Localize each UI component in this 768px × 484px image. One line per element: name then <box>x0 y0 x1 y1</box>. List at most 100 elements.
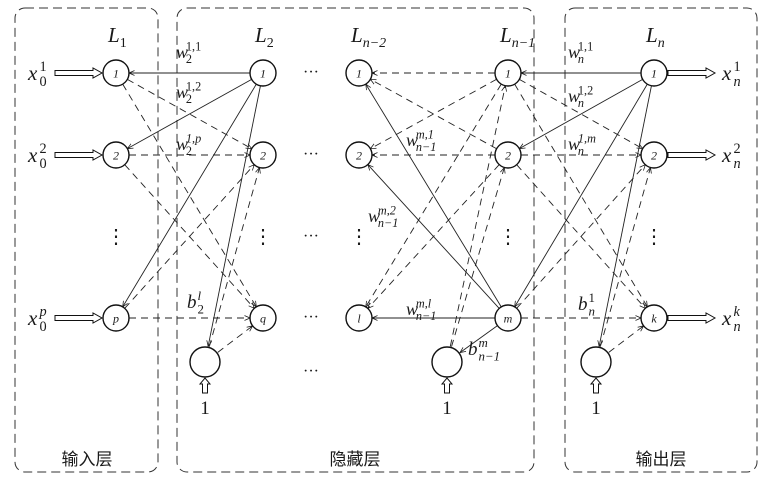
edge-3-1-4-0 <box>519 78 643 148</box>
edge-3-2-4-0 <box>515 83 648 307</box>
neuron-Ln-1-2 <box>494 141 522 169</box>
horizontal-ellipsis-4: ··· <box>303 363 319 380</box>
neurons: 12p⋮12q⋮12l⋮12m⋮12k⋮ <box>54 59 717 394</box>
connections <box>123 73 652 353</box>
horizontal-ellipsis-2: ··· <box>303 228 319 245</box>
neuron-L2-2 <box>249 141 277 169</box>
neuron-label-L1-1: 1 <box>113 67 119 81</box>
vertical-ellipsis-Ln: ⋮ <box>644 226 664 248</box>
input-layer-label: 输入层 <box>62 450 113 470</box>
neuron-Ln-1 <box>640 59 668 87</box>
neuron-Ln-2-l <box>345 304 373 332</box>
input-arrow-1 <box>54 149 104 161</box>
edge-0-2-1-1 <box>124 165 255 309</box>
bias-edge-1-0 <box>208 85 261 347</box>
bias-neuron-L2 <box>189 346 221 378</box>
edge-Ln-2-2-Ln-1-0 <box>366 83 502 307</box>
bias-input-value-Ln-1: 1 <box>442 398 452 419</box>
horizontal-ellipsis-1: ··· <box>303 146 319 163</box>
neuron-label-Ln-1: 1 <box>651 67 657 81</box>
vertical-ellipsis-L2: ⋮ <box>253 226 273 248</box>
layer-title-L2: L2 <box>254 23 274 51</box>
bias-neuron-Ln <box>580 346 612 378</box>
bias-edge-4-2 <box>608 326 644 353</box>
edge-Ln-2-1-Ln-1-0 <box>370 78 497 148</box>
edge-0-2-1-0 <box>123 83 257 307</box>
layer-title-L1: L1 <box>107 23 127 51</box>
neuron-Ln-2 <box>640 141 668 169</box>
edge-3-2-4-1 <box>516 165 646 309</box>
neuron-label-L2-2: 2 <box>260 149 266 163</box>
neuron-label-L1-2: 2 <box>113 149 119 163</box>
output-arrow-1 <box>667 149 717 161</box>
edge-Ln-2-2-Ln-1-1 <box>368 164 500 309</box>
neuron-label-Ln-2-l: l <box>357 312 361 326</box>
bias-edge-1-1 <box>208 168 259 347</box>
vertical-ellipsis-Ln-2: ⋮ <box>349 226 369 248</box>
horizontal-ellipsis-3: ··· <box>303 309 319 326</box>
neuron-L2-q <box>249 304 277 332</box>
input-layer-box <box>14 7 159 473</box>
bias-edge-1-2 <box>217 326 253 353</box>
vertical-ellipsis-Ln-1: ⋮ <box>498 226 518 248</box>
layer-title-Ln-1: Ln−1 <box>499 23 535 51</box>
neuron-Ln-1-m <box>494 304 522 332</box>
bias-edge-4-0 <box>599 85 652 347</box>
output-arrow-0 <box>667 67 717 79</box>
neuron-Ln-k <box>640 304 668 332</box>
output-layer-box <box>564 7 758 473</box>
vertical-ellipsis-L1: ⋮ <box>106 226 126 248</box>
bias-input-arrow-Ln-1 <box>440 377 454 394</box>
group-boxes <box>14 7 758 473</box>
edge-Ln-2-0-Ln-1-2 <box>366 84 502 308</box>
neuron-label-Ln-2-1: 1 <box>356 67 362 81</box>
neuron-Ln-1-1 <box>494 59 522 87</box>
hidden-layer-box <box>176 7 535 473</box>
bias-input-arrow-L2 <box>198 377 212 394</box>
bias-input-arrow-Ln <box>589 377 603 394</box>
neuron-Ln-2-1 <box>345 59 373 87</box>
neuron-label-Ln-1-2: 2 <box>505 149 511 163</box>
output-arrow-2 <box>667 312 717 324</box>
input-arrow-0 <box>54 67 104 79</box>
bias-input-value-Ln: 1 <box>591 398 601 419</box>
neuron-label-Ln-1-m: m <box>504 312 513 326</box>
layer-title-Ln-2: Ln−2 <box>350 23 386 51</box>
horizontal-ellipsis-0: ··· <box>303 64 319 81</box>
layer-title-Ln: Ln <box>645 23 665 51</box>
hidden-layer-label: 隐藏层 <box>330 450 381 470</box>
bias-input-value-L2: 1 <box>200 398 210 419</box>
neuron-label-L2-1: 1 <box>260 67 266 81</box>
neuron-label-L1-p: p <box>112 312 119 326</box>
bias-neuron-Ln-1 <box>431 346 463 378</box>
neuron-Ln-2-2 <box>345 141 373 169</box>
neuron-label-L2-q: q <box>260 312 266 326</box>
neuron-L2-1 <box>249 59 277 87</box>
bias-edge-3-2 <box>460 325 498 353</box>
output-layer-label: 输出层 <box>636 450 687 470</box>
neuron-label-Ln-k: k <box>651 312 657 326</box>
bias-edge-3-0 <box>449 86 505 347</box>
bias-edge-4-1 <box>599 168 650 347</box>
edge-3-0-4-2 <box>514 83 648 307</box>
edge-0-0-1-2 <box>122 83 257 307</box>
